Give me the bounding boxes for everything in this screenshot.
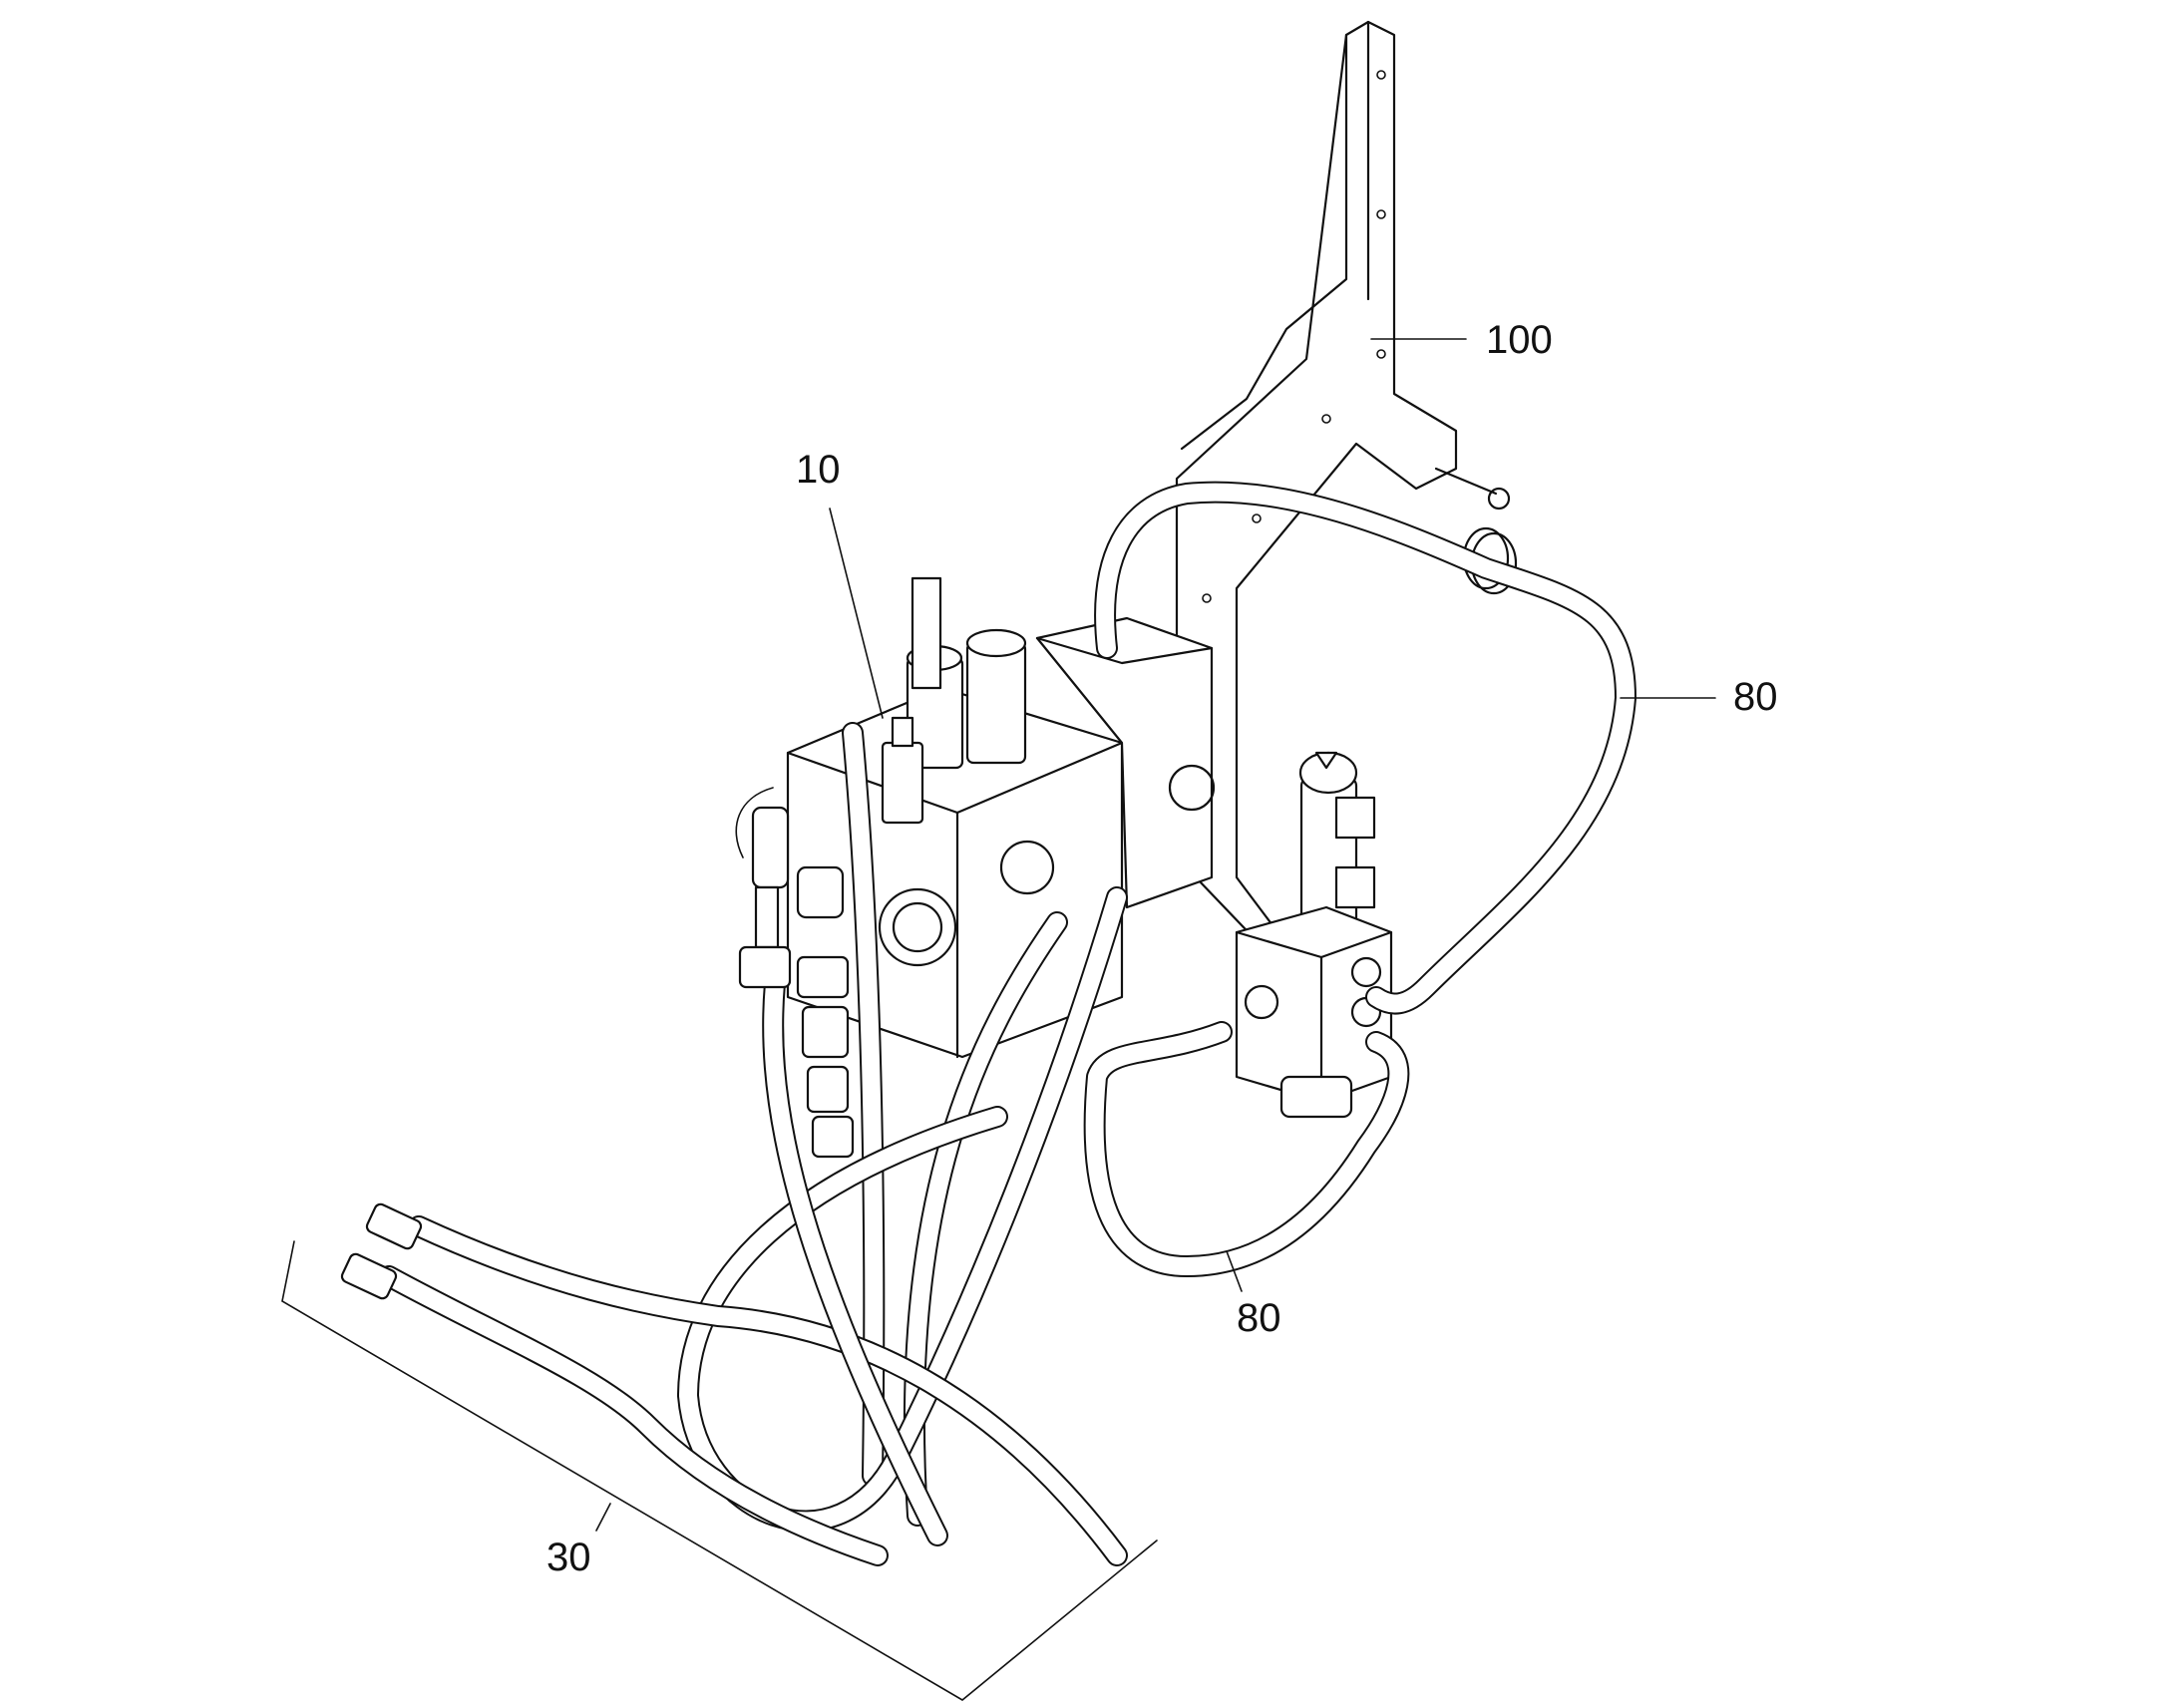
callout-100: 100: [1486, 318, 1553, 362]
callout-80-upper: 80: [1733, 675, 1778, 719]
left-fittings: [735, 787, 855, 1159]
solenoid-valve: [1235, 751, 1393, 1119]
callout-10: 10: [796, 448, 841, 492]
callout-30: 30: [546, 1536, 591, 1579]
leader-lines: [281, 338, 1716, 1701]
hose-80-upper: [1094, 481, 1636, 1015]
hose-bundle-30: [340, 722, 1128, 1566]
callout-80-lower: 80: [1237, 1296, 1281, 1340]
callout-labels: 100 10 80 80 30: [546, 318, 1778, 1579]
hose-80-lower: [1083, 1021, 1410, 1277]
